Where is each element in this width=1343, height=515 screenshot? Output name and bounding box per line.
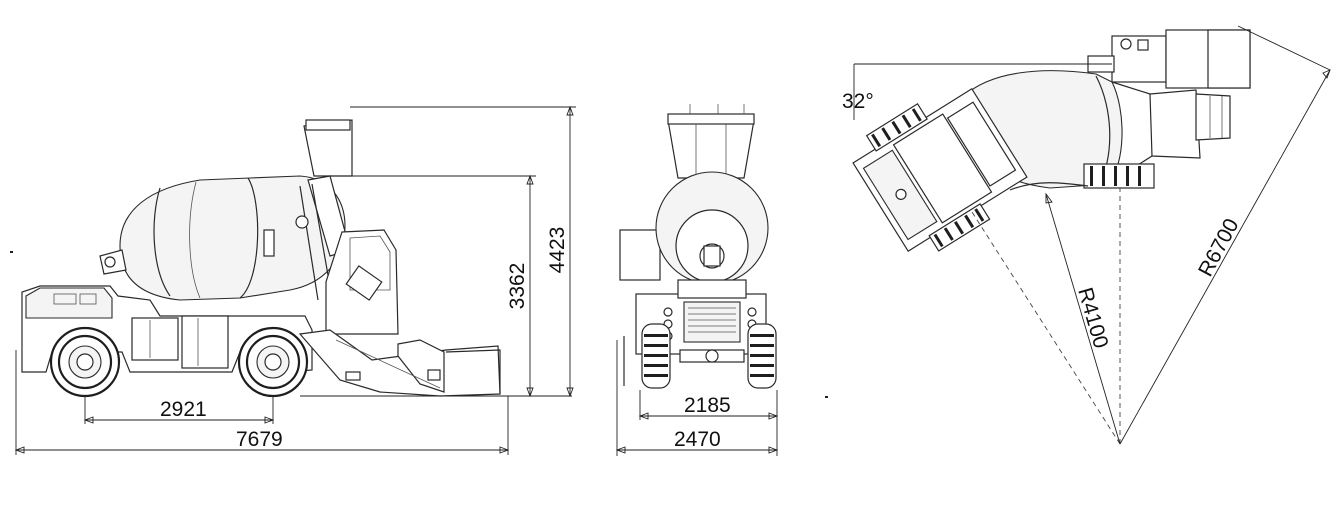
stray-dot bbox=[825, 396, 828, 398]
top-view-front-section bbox=[852, 87, 1028, 253]
overall-length-label: 7679 bbox=[236, 428, 283, 451]
angle-label: 32° bbox=[842, 90, 874, 113]
overall-width-label: 2470 bbox=[674, 428, 721, 451]
side-view: 2921 7679 3362 4423 bbox=[14, 105, 576, 455]
top-view-truck-body bbox=[852, 29, 1251, 253]
side-view-dimensions bbox=[14, 105, 576, 455]
rear-view-truck-body bbox=[619, 104, 777, 389]
side-view-front-wheel bbox=[49, 326, 121, 398]
outer-radius-label: R6700 bbox=[1194, 215, 1243, 280]
rear-view-left-tire bbox=[641, 323, 671, 389]
track-width-label: 2185 bbox=[684, 394, 731, 417]
top-view-rear-tire bbox=[1083, 163, 1155, 189]
top-view-dimensions bbox=[853, 25, 1331, 445]
top-view: 32° R4100 R6700 bbox=[842, 25, 1331, 445]
height-1-label: 3362 bbox=[506, 263, 529, 310]
rear-view: 2185 2470 bbox=[615, 104, 779, 456]
rear-view-right-tire bbox=[747, 323, 777, 389]
rear-view-dimensions bbox=[615, 340, 779, 456]
height-2-label: 4423 bbox=[546, 227, 569, 274]
wheelbase-label: 2921 bbox=[160, 398, 207, 421]
side-view-rear-wheel bbox=[237, 326, 309, 398]
stray-dot bbox=[10, 251, 13, 253]
side-view-truck-body bbox=[21, 119, 501, 398]
inner-radius-label: R4100 bbox=[1073, 285, 1112, 351]
